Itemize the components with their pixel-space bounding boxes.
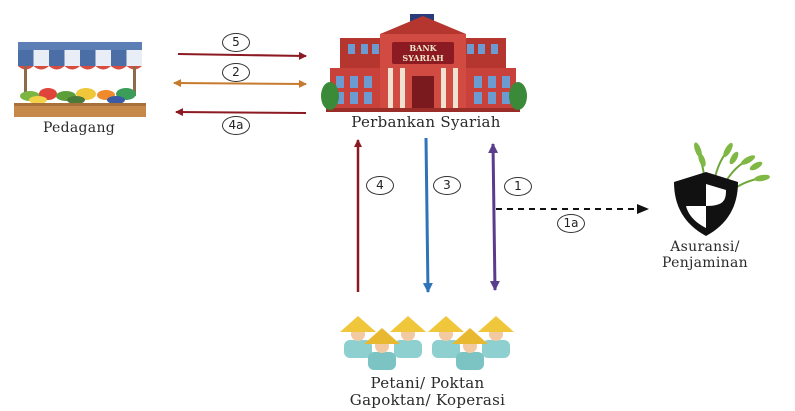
pedagang-label: Pedagang bbox=[42, 120, 116, 136]
step-badge-4: 4 bbox=[366, 176, 394, 195]
arrow-step-5 bbox=[177, 51, 307, 60]
step-badge-3: 3 bbox=[433, 176, 461, 195]
step-badge-1: 1 bbox=[504, 177, 532, 196]
market-stall-icon bbox=[14, 42, 146, 117]
step-badge-5: 5 bbox=[222, 33, 250, 52]
arrow-step-1 bbox=[488, 143, 500, 291]
asuransi-label-line1: Asuransi/ bbox=[670, 239, 740, 255]
step-badge-1a: 1a bbox=[557, 214, 585, 233]
farmers-group-icon bbox=[340, 316, 514, 370]
arrow-step-2 bbox=[173, 79, 307, 88]
insurance-shield-icon bbox=[674, 142, 770, 236]
bank-building-icon: iB BANK SYARIAH bbox=[321, 14, 527, 112]
step-badge-2: 2 bbox=[222, 63, 250, 82]
arrow-step-3 bbox=[422, 137, 433, 293]
petani-label-line1: Petani/ Poktan bbox=[370, 374, 485, 392]
arrow-step-4a bbox=[175, 108, 307, 117]
bank-sign-top: BANK bbox=[409, 43, 437, 53]
bank-sign-bottom: SYARIAH bbox=[402, 53, 444, 63]
asuransi-label-line2: Penjaminan bbox=[662, 255, 748, 271]
step-badge-4a: 4a bbox=[222, 116, 250, 135]
bank-label: Perbankan Syariah bbox=[351, 113, 501, 131]
petani-label-line2: Gapoktan/ Koperasi bbox=[349, 391, 506, 409]
